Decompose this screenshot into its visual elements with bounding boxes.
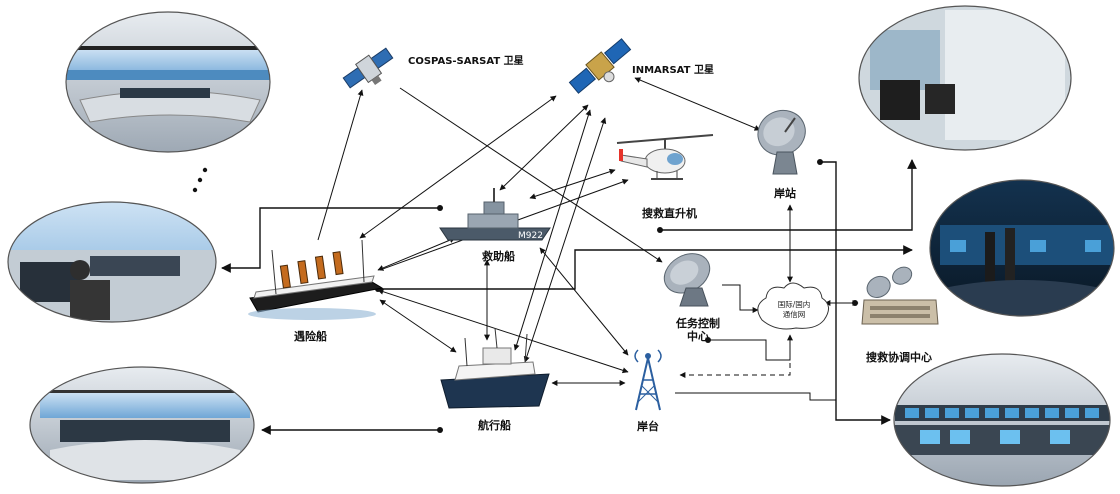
network-label-line1: 国际/国内	[777, 300, 811, 309]
mission-control-label: 任务控制 中心	[676, 317, 720, 343]
network-label-line2: 通信网	[782, 310, 806, 319]
mission-control-dish-icon	[663, 253, 711, 307]
inmarsat-satellite-icon	[568, 38, 632, 94]
more-simulators-ellipsis	[192, 167, 208, 193]
coast-radio-label: 岸台	[637, 420, 659, 433]
coast-radio-tower-icon	[634, 349, 662, 411]
mission-control-label-line2: 中心	[687, 330, 709, 343]
simulator-photo-bottom-right	[894, 354, 1110, 486]
rescue-ship-hull-number: M922	[518, 231, 543, 241]
inmarsat-satellite-label: INMARSAT 卫星	[632, 65, 714, 76]
sailing-ship-icon	[440, 327, 550, 409]
simulator-photo-mid-right	[930, 180, 1114, 316]
simulator-photo-mid-left	[8, 202, 216, 322]
simulator-photo-top-left	[66, 12, 270, 152]
sailing-ship-label: 航行船	[478, 419, 511, 432]
shore-station-label: 岸站	[774, 187, 796, 200]
cospas-satellite-label: COSPAS-SARSAT 卫星	[408, 56, 524, 67]
rescue-ship-icon: M922	[439, 188, 551, 241]
cospas-satellite-icon	[342, 47, 394, 89]
network-label: 国际/国内 通信网	[770, 300, 818, 320]
simulator-photo-bottom-left	[30, 367, 254, 483]
distress-ship-label: 遇险船	[294, 330, 327, 343]
network-cloud-icon	[757, 282, 829, 330]
distress-ship-icon	[248, 239, 384, 320]
mission-control-label-line1: 任务控制	[676, 317, 720, 330]
rescue-ship-label: 救助船	[482, 250, 515, 263]
shore-station-dish-icon	[757, 109, 806, 175]
simulator-photo-top-right	[859, 6, 1071, 150]
helicopter-icon	[616, 134, 714, 180]
rcc-building-icon	[861, 266, 939, 325]
helicopter-label: 搜救直升机	[642, 207, 697, 220]
connection-lines	[221, 77, 917, 435]
rcc-label: 搜救协调中心	[866, 351, 932, 364]
